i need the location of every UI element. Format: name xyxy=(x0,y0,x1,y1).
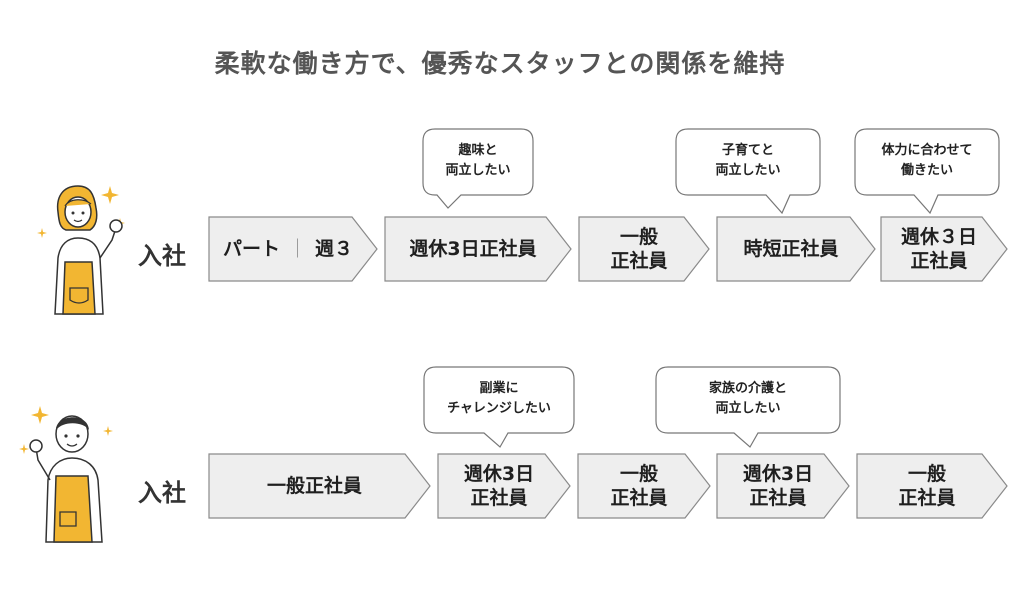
career-step: パート｜週３ xyxy=(208,216,378,282)
career-step: 週休3日正社員 xyxy=(437,453,571,519)
step-label: 一般正社員 xyxy=(577,453,711,519)
bubble-text: 趣味と両立したい xyxy=(422,128,534,194)
step-label-line: 週休３日 xyxy=(900,226,977,248)
bubble-text-line: 趣味と xyxy=(458,143,498,158)
chevron-arrow-shape xyxy=(856,453,1008,519)
chevron-arrow-shape xyxy=(716,216,876,282)
step-label-line: 週休3日正社員 xyxy=(409,238,537,260)
bubble-text-line: 両立したい xyxy=(715,163,781,178)
career-step: 一般正社員 xyxy=(577,453,711,519)
career-step: 一般正社員 xyxy=(856,453,1008,519)
bubble-text-line: 副業に xyxy=(479,381,519,396)
career-step: 一般正社員 xyxy=(578,216,710,282)
woman-staff-icon xyxy=(30,178,130,318)
step-label-line: 正社員 xyxy=(910,250,968,272)
speech-bubble: 子育てと両立したい xyxy=(675,128,821,215)
step-label-line: 一般 xyxy=(619,226,658,248)
chevron-arrow-shape xyxy=(208,216,378,282)
step-label: 一般正社員 xyxy=(856,453,1008,519)
career-step: 時短正社員 xyxy=(716,216,876,282)
step-label-line: 正社員 xyxy=(749,487,807,509)
page-title: 柔軟な働き方で、優秀なスタッフとの関係を維持 xyxy=(214,49,786,78)
bubble-text-line: 両立したい xyxy=(445,163,511,178)
speech-bubble: 副業にチャレンジしたい xyxy=(423,366,575,449)
step-label: パート｜週３ xyxy=(222,238,354,260)
step-label: 時短正社員 xyxy=(716,216,876,282)
step-label-line: 週休3日 xyxy=(742,463,814,485)
step-label-line: 正社員 xyxy=(610,487,668,509)
chevron-arrow-shape xyxy=(384,216,572,282)
chevron-arrow-shape xyxy=(880,216,1008,282)
step-label-line: 週休3日 xyxy=(463,463,535,485)
chevron-arrow-shape xyxy=(577,453,711,519)
speech-bubble-shape xyxy=(423,366,575,448)
career-step: 週休３日正社員 xyxy=(880,216,1008,282)
bubble-text-line: 子育てと xyxy=(721,143,774,158)
step-label: 週休３日正社員 xyxy=(880,216,1008,282)
chevron-arrow-shape xyxy=(208,453,431,519)
step-label-line: 時短正社員 xyxy=(743,238,839,260)
step-label-line: 一般 xyxy=(619,463,658,485)
step-label-line: 正社員 xyxy=(898,487,956,509)
speech-bubble: 趣味と両立したい xyxy=(422,128,534,210)
step-label-line: 一般正社員 xyxy=(266,475,362,497)
bubble-text-line: チャレンジしたい xyxy=(447,401,551,416)
bubble-text: 子育てと両立したい xyxy=(675,128,821,194)
speech-bubble-shape xyxy=(854,128,1000,215)
step-label-line: 正社員 xyxy=(470,487,528,509)
step-label: 一般正社員 xyxy=(578,216,710,282)
career-step: 週休3日正社員 xyxy=(384,216,572,282)
bubble-text-line: 家族の介護と xyxy=(708,381,787,396)
bubble-text: 体力に合わせて働きたい xyxy=(854,128,1000,194)
step-label: 一般正社員 xyxy=(208,453,431,519)
chevron-arrow-shape xyxy=(578,216,710,282)
bubble-text: 副業にチャレンジしたい xyxy=(423,366,575,432)
step-label-line: 一般 xyxy=(907,463,946,485)
speech-bubble: 家族の介護と両立したい xyxy=(655,366,841,449)
speech-bubble-shape xyxy=(675,128,821,215)
career-step: 一般正社員 xyxy=(208,453,431,519)
bubble-text-line: 体力に合わせて xyxy=(881,143,973,158)
man-staff-icon xyxy=(16,404,126,544)
bubble-text: 家族の介護と両立したい xyxy=(655,366,841,432)
chevron-arrow-shape xyxy=(716,453,850,519)
entry-label: 入社 xyxy=(138,242,186,270)
bubble-text-line: 働きたい xyxy=(900,163,953,178)
step-label: 週休3日正社員 xyxy=(437,453,571,519)
step-label: 週休3日正社員 xyxy=(716,453,850,519)
chevron-arrow-shape xyxy=(437,453,571,519)
entry-label: 入社 xyxy=(138,479,186,507)
step-label: 週休3日正社員 xyxy=(384,216,572,282)
career-step: 週休3日正社員 xyxy=(716,453,850,519)
speech-bubble: 体力に合わせて働きたい xyxy=(854,128,1000,215)
step-label-line: 正社員 xyxy=(610,250,668,272)
speech-bubble-shape xyxy=(422,128,534,209)
bubble-text-line: 両立したい xyxy=(715,401,781,416)
speech-bubble-shape xyxy=(655,366,841,448)
